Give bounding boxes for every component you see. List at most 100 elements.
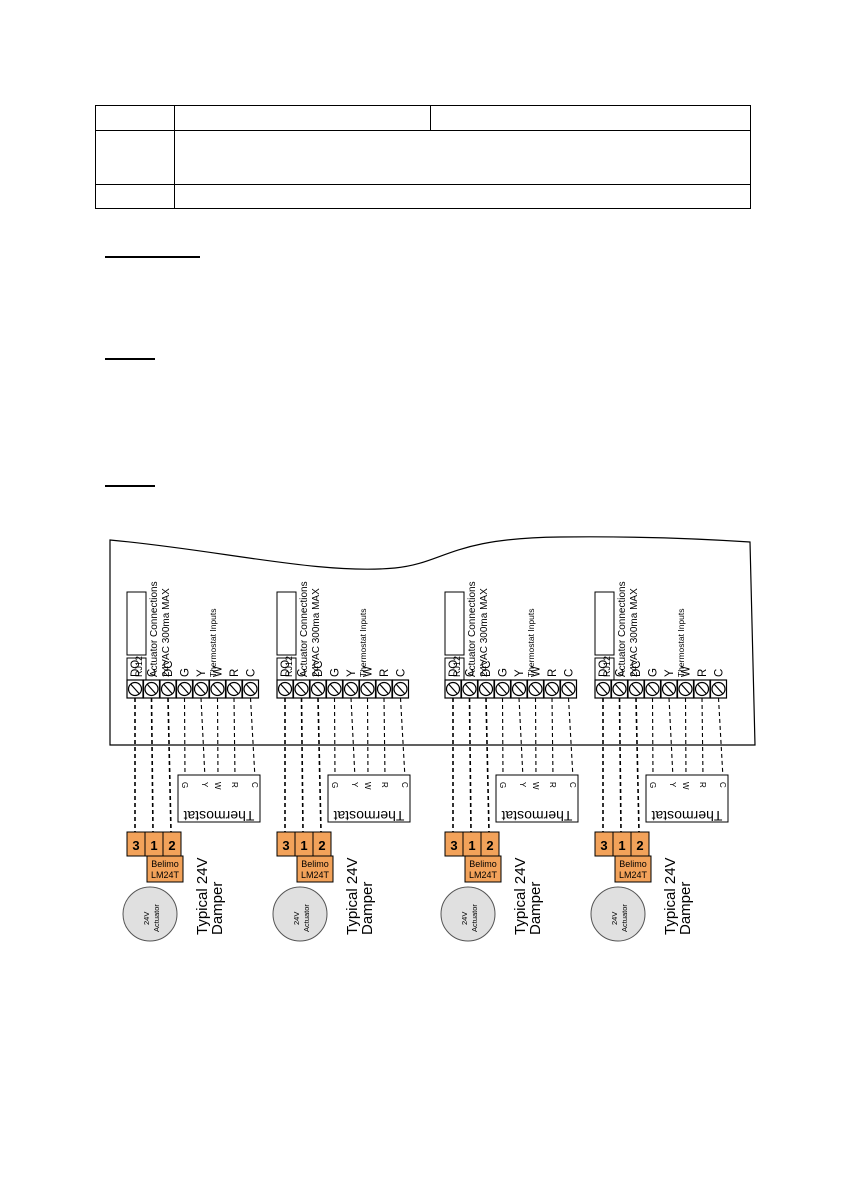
actuator-pin-label: 2 (636, 838, 643, 853)
belimo-label: Belimo (151, 859, 179, 869)
actuator-output-block (594, 591, 615, 656)
actuator-label: Actuator (152, 904, 161, 932)
terminal-label-c: C (465, 669, 477, 677)
actuator-icon (440, 886, 496, 942)
terminal-label-do: DO (448, 660, 460, 677)
typical-damper-label-line1: Typical 24V (512, 857, 529, 935)
actuator-output-block (444, 591, 465, 656)
terminal-label-g: G (330, 668, 342, 677)
terminal-screw-slot (631, 683, 641, 695)
thermostat-wire-5 (567, 697, 574, 779)
thermostat-wire-2 (668, 697, 674, 779)
actuator-pin-label: 1 (150, 838, 157, 853)
terminal-label-y: Y (664, 669, 676, 677)
terminal-screw-slot (563, 683, 574, 695)
actuator-pin-label: 2 (486, 838, 493, 853)
typical-damper-label-line2: Damper (677, 882, 694, 935)
thermostat-inputs-label: Thermostat Inputs (208, 608, 218, 677)
terminal-screw-slot (713, 683, 724, 695)
thermostat-terminal-y: Y (668, 782, 677, 788)
belimo-model-label: LM24T (469, 870, 498, 880)
belimo-box (464, 855, 502, 883)
section-heading-underline-2 (105, 358, 155, 360)
actuator-connections-label: Actuator Connections (149, 581, 160, 677)
thermostat-terminal-r: R (548, 782, 557, 788)
belimo-box (146, 855, 184, 883)
thermostat-terminal-c: C (400, 782, 409, 788)
thermostat-box (177, 774, 261, 823)
thermostat-label: Thermostat (651, 808, 722, 824)
terminal-screw-slot (179, 683, 190, 695)
actuator-rating-label: 24VAC 300ma MAX (161, 588, 172, 677)
thermostat-box (495, 774, 579, 823)
thermostat-wire-2 (350, 697, 356, 779)
actuator-wire-3 (167, 697, 172, 833)
actuator-connections-label: Actuator Connections (467, 581, 478, 677)
thermostat-wire-4 (551, 697, 554, 779)
terminal-label-r: R (547, 669, 559, 677)
thermostat-wire-5 (399, 697, 406, 779)
thermostat-wire-4 (383, 697, 386, 779)
typical-damper-label-line2: Damper (359, 882, 376, 935)
header-table (95, 105, 751, 209)
terminal-screw-slot (280, 683, 290, 695)
thermostat-terminal-w: W (681, 782, 690, 790)
thermostat-terminal-g: G (330, 782, 339, 788)
terminal-label-g: G (648, 668, 660, 677)
terminal-screw-slot (697, 683, 707, 695)
actuator-output-block (276, 591, 297, 656)
thermostat-wire-2 (200, 697, 206, 779)
thermostat-terminal-c: C (718, 782, 727, 788)
thermostat-terminal-w: W (363, 782, 372, 790)
thermostat-terminal-c: C (568, 782, 577, 788)
thermostat-terminal-w: W (531, 782, 540, 790)
terminal-screw-slot (146, 683, 157, 695)
terminal-label-r: R (697, 669, 709, 677)
table-row (95, 184, 751, 209)
actuator-wire-2 (150, 697, 154, 833)
terminal-screw-slot (680, 683, 691, 695)
thermostat-wire-3 (534, 697, 537, 779)
terminal-label-c: C (615, 669, 627, 677)
thermostat-label: Thermostat (501, 808, 572, 824)
belimo-model-label: LM24T (619, 870, 648, 880)
actuator-label: Actuator (470, 904, 479, 932)
terminal-screw-slot (245, 683, 256, 695)
thermostat-wire-2 (518, 697, 524, 779)
actuator-pin-label: 3 (600, 838, 607, 853)
thermostat-wire-5 (717, 697, 724, 779)
rj12-label: RJ12 (452, 656, 462, 677)
actuator-voltage-label: 24V (610, 912, 619, 925)
actuator-rating-label: 24VAC 300ma MAX (629, 588, 640, 677)
typical-damper-label-line2: Damper (527, 882, 544, 935)
terminal-screw-slot (130, 683, 140, 695)
table-cell (174, 184, 751, 209)
terminal-screw-slot (497, 683, 508, 695)
actuator-wire-3 (485, 697, 490, 833)
terminal-label-dc: DC (313, 660, 325, 677)
thermostat-inputs-label: Thermostat Inputs (526, 608, 536, 677)
terminal-screw-slot (448, 683, 458, 695)
actuator-label: Actuator (620, 904, 629, 932)
terminal-label-do: DO (280, 660, 292, 677)
rj12-label: RJ12 (284, 656, 294, 677)
terminal-label-y: Y (514, 669, 526, 677)
thermostat-wire-1 (501, 697, 504, 779)
thermostat-wire-1 (333, 697, 336, 779)
controller-board-outline (109, 536, 756, 746)
rj12-label: RJ12 (134, 656, 144, 677)
thermostat-terminal-y: Y (350, 782, 359, 788)
terminal-screw-slot (664, 683, 674, 695)
terminal-label-r: R (379, 669, 391, 677)
thermostat-inputs-label: Thermostat Inputs (676, 608, 686, 677)
actuator-voltage-label: 24V (292, 912, 301, 925)
thermostat-terminal-r: R (230, 782, 239, 788)
terminal-label-c: C (147, 669, 159, 677)
terminal-screw-slot (481, 683, 491, 695)
thermostat-wire-3 (684, 697, 687, 779)
thermostat-terminal-c: C (250, 782, 259, 788)
